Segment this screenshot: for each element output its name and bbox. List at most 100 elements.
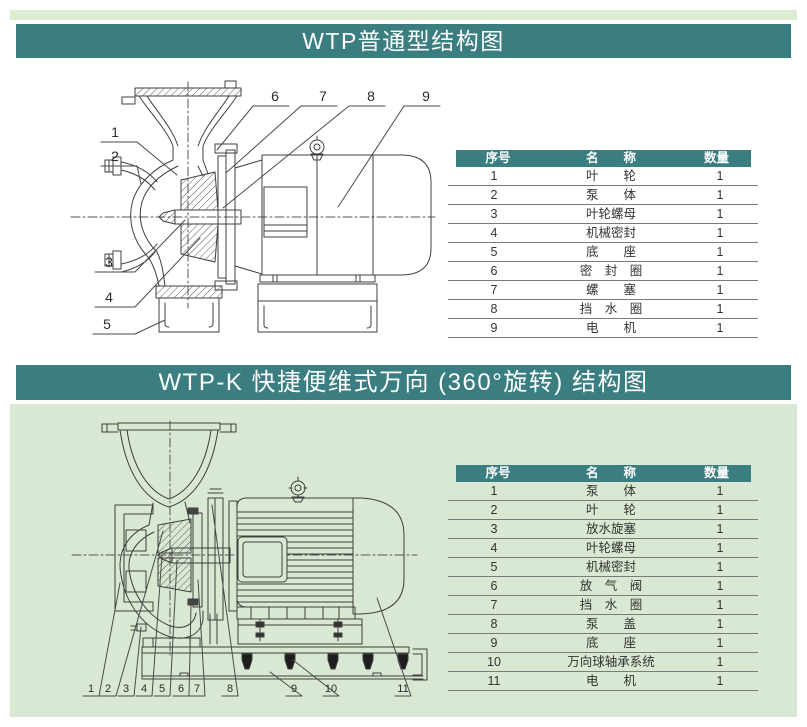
table-cell: 1 <box>682 634 758 653</box>
table-cell: 叶 轮 <box>540 501 682 520</box>
table-cell: 1 <box>682 186 758 205</box>
table-cell: 万向球轴承系统 <box>540 653 682 672</box>
table-cell: 泵 体 <box>540 482 682 501</box>
table-cell: 3 <box>448 520 540 539</box>
pump-volute-section <box>104 80 263 291</box>
callout-label: 4 <box>141 683 147 695</box>
callout-label: 5 <box>103 316 111 332</box>
table-cell: 机械密封 <box>540 558 682 577</box>
table-cell: 1 <box>682 205 758 224</box>
pump-volute-side <box>101 422 237 648</box>
section1-title: WTP普通型结构图 <box>302 28 505 54</box>
wtp-standard-pump-diagram: 1 2 3 4 5 6 7 8 9 <box>70 80 441 335</box>
table-cell: 1 <box>682 243 758 262</box>
table-cell: 放 气 阀 <box>540 577 682 596</box>
table-cell: 机械密封 <box>540 224 682 243</box>
table-cell: 4 <box>448 224 540 243</box>
table-cell: 10 <box>448 653 540 672</box>
col-header-index: 序号 <box>448 150 540 167</box>
table-cell: 1 <box>682 653 758 672</box>
callout-label: 9 <box>422 88 430 104</box>
table-cell: 1 <box>682 167 758 186</box>
table-cell: 泵 体 <box>540 186 682 205</box>
table-cell: 7 <box>448 281 540 300</box>
baseplate-and-dampers <box>141 646 428 681</box>
table-cell: 1 <box>682 224 758 243</box>
table-cell: 2 <box>448 186 540 205</box>
table-cell: 螺 塞 <box>540 281 682 300</box>
callout-label: 2 <box>111 148 119 164</box>
table-cell: 8 <box>448 300 540 319</box>
wtpk-universal-pump-diagram: 1 2 3 4 5 6 7 8 9 10 11 <box>71 420 428 697</box>
callout-label: 7 <box>194 683 200 695</box>
table-cell: 5 <box>448 558 540 577</box>
callout-label: 6 <box>178 683 184 695</box>
table-cell: 底 座 <box>540 634 682 653</box>
table-cell: 叶轮螺母 <box>540 205 682 224</box>
table-cell: 电 机 <box>540 319 682 338</box>
callout-label: 6 <box>271 88 279 104</box>
section2-title-bar: WTP-K 快捷便维式万向 (360°旋转) 结构图 <box>16 365 791 400</box>
table-header-row: 序号 名 称 数量 <box>448 465 758 482</box>
motor-side <box>228 476 405 645</box>
table-cell: 1 <box>682 539 758 558</box>
col-header-name: 名 称 <box>540 465 682 482</box>
section1-title-bar: WTP普通型结构图 <box>16 24 791 58</box>
table-cell: 6 <box>448 577 540 596</box>
table-cell: 1 <box>682 596 758 615</box>
table-cell: 1 <box>682 300 758 319</box>
table-header-row: 序号 名 称 数量 <box>448 150 758 167</box>
callout-label: 11 <box>397 683 408 695</box>
callout-label: 10 <box>325 683 337 695</box>
table-cell: 1 <box>448 167 540 186</box>
col-header-quantity: 数量 <box>682 150 758 167</box>
table-cell: 8 <box>448 615 540 634</box>
centerlines <box>70 81 436 309</box>
top-accent-strip <box>10 10 797 20</box>
table-cell: 1 <box>682 520 758 539</box>
table-cell: 1 <box>682 319 758 338</box>
table-cell: 3 <box>448 205 540 224</box>
base-frames <box>155 283 378 333</box>
col-header-name: 名 称 <box>540 150 682 167</box>
table-cell: 7 <box>448 596 540 615</box>
callout-label: 3 <box>105 254 113 270</box>
table-cell: 泵 盖 <box>540 615 682 634</box>
col-header-quantity: 数量 <box>682 465 758 482</box>
callout-label: 8 <box>367 88 375 104</box>
table-cell: 1 <box>448 482 540 501</box>
table-cell: 叶 轮 <box>540 167 682 186</box>
table-cell: 1 <box>682 501 758 520</box>
table-cell: 11 <box>448 672 540 691</box>
table-cell: 1 <box>682 262 758 281</box>
callout-label: 9 <box>291 683 297 695</box>
motor-outline <box>259 135 432 283</box>
callout-label: 4 <box>105 289 113 305</box>
callout-label: 2 <box>105 683 111 695</box>
table-cell: 9 <box>448 634 540 653</box>
table-cell: 9 <box>448 319 540 338</box>
callout-label: 7 <box>319 88 327 104</box>
callout-label: 3 <box>123 683 129 695</box>
table-cell: 5 <box>448 243 540 262</box>
table-cell: 1 <box>682 615 758 634</box>
table-cell: 密 封 圈 <box>540 262 682 281</box>
